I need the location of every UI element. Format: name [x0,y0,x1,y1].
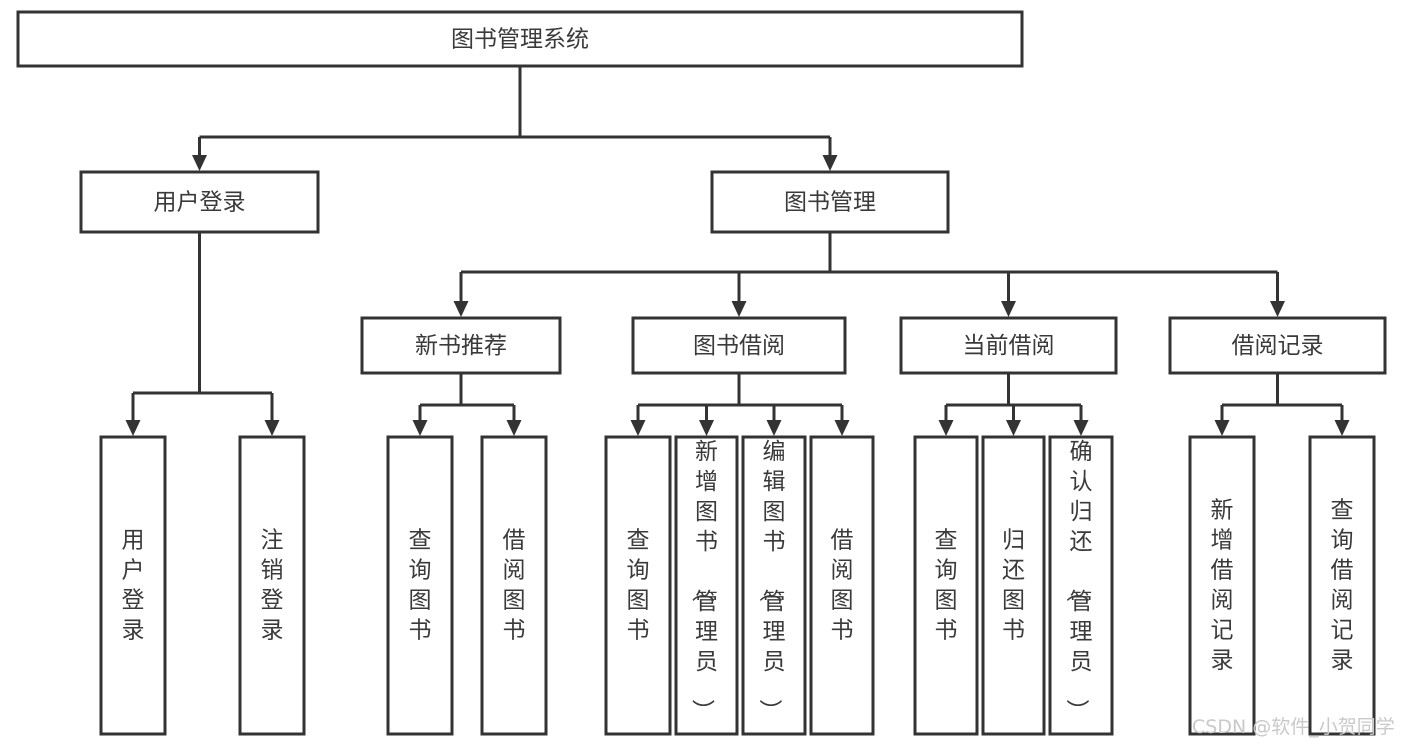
node-label-leaf-add-book: 新增图书（管理员） [689,439,718,722]
node-leaf-add-record[interactable]: 新增借阅记录 [1188,435,1256,736]
node-leaf-query-record[interactable]: 查询借阅记录 [1308,435,1376,736]
arrow-head-icon [1006,420,1021,436]
arrow-head-icon [630,420,646,436]
node-leaf-query-book-1[interactable]: 查询图书 [386,435,454,736]
node-box-leaf-user-login[interactable] [99,435,167,736]
arrow-head-icon [264,420,280,436]
arrow-head-icon [192,155,207,171]
node-new-book-rec[interactable]: 新书推荐 [360,316,562,375]
connector-group-book-manage [453,232,1285,317]
arrow-head-icon [822,155,838,171]
arrow-head-icon [506,420,522,436]
node-current-borrow[interactable]: 当前借阅 [899,316,1118,375]
node-box-new-book-rec[interactable] [360,316,562,375]
node-label-leaf-query-book-2: 查询图书 [627,528,650,644]
arrow-head-icon [766,420,782,436]
arrow-head-icon [1214,420,1230,436]
arrow-head-icon [412,420,428,436]
node-box-leaf-add-book[interactable] [674,435,739,736]
connector-group-root [192,66,838,171]
node-box-leaf-query-book-3[interactable] [913,435,979,736]
node-leaf-add-book[interactable]: 新增图书（管理员） [674,435,739,736]
connector-group-book-borrow [630,373,850,436]
node-label-leaf-query-record: 查询借阅记录 [1331,498,1354,674]
arrow-head-icon [453,301,469,317]
node-box-user-login[interactable] [79,170,320,234]
node-label-leaf-query-book-1: 查询图书 [409,528,432,644]
node-leaf-logout[interactable]: 注销登录 [238,435,306,736]
arrow-head-icon [1334,420,1350,436]
node-box-book-manage[interactable] [710,170,950,234]
node-box-book-borrow[interactable] [631,316,847,375]
node-leaf-query-book-2[interactable]: 查询图书 [604,435,672,736]
node-book-borrow[interactable]: 图书借阅 [631,316,847,375]
node-label-leaf-query-book-3: 查询图书 [935,528,958,644]
node-leaf-borrow-book-1[interactable]: 借阅图书 [480,435,548,736]
node-box-leaf-edit-book[interactable] [741,435,807,736]
node-label-leaf-borrow-book-2: 借阅图书 [831,528,854,644]
node-label-current-borrow: 当前借阅 [963,333,1055,359]
node-box-leaf-add-record[interactable] [1188,435,1256,736]
watermark-label: CSDN @软件_小贺同学 [1192,716,1395,738]
node-box-leaf-borrow-book-1[interactable] [480,435,548,736]
node-label-book-borrow: 图书借阅 [693,333,785,359]
node-leaf-edit-book[interactable]: 编辑图书（管理员） [741,435,807,736]
node-root[interactable]: 图书管理系统 [16,10,1024,68]
node-label-book-manage: 图书管理 [784,190,876,216]
node-box-borrow-record[interactable] [1168,316,1387,375]
node-leaf-confirm-return[interactable]: 确认归还（管理员） [1048,435,1114,736]
node-leaf-return-book[interactable]: 归还图书 [981,435,1046,736]
node-label-leaf-return-book: 归还图书 [1002,528,1025,644]
connector-layer [125,66,1350,436]
node-book-manage[interactable]: 图书管理 [710,170,950,234]
arrow-head-icon [125,420,141,436]
connector-group-borrow-record [1214,373,1350,436]
node-leaf-borrow-book-2[interactable]: 借阅图书 [809,435,875,736]
connector-group-current-borrow [938,373,1089,436]
node-layer: 图书管理系统用户登录图书管理新书推荐图书借阅当前借阅借阅记录用户登录注销登录查询… [16,10,1387,736]
node-label-leaf-edit-book: 编辑图书（管理员） [757,439,786,722]
node-label-leaf-add-record: 新增借阅记录 [1211,498,1234,674]
arrow-head-icon [1001,301,1016,317]
arrow-head-icon [1270,301,1285,317]
node-borrow-record[interactable]: 借阅记录 [1168,316,1387,375]
node-label-new-book-rec: 新书推荐 [415,333,507,359]
arrow-head-icon [731,301,747,317]
node-leaf-user-login[interactable]: 用户登录 [99,435,167,736]
node-box-leaf-query-book-2[interactable] [604,435,672,736]
node-box-leaf-query-book-1[interactable] [386,435,454,736]
node-label-leaf-confirm-return: 确认归还（管理员） [1064,439,1093,722]
node-label-leaf-borrow-book-1: 借阅图书 [503,528,526,644]
node-user-login[interactable]: 用户登录 [79,170,320,234]
arrow-head-icon [834,420,850,436]
connector-group-user-login [125,232,280,436]
arrow-head-icon [1073,420,1089,436]
node-label-leaf-user-login: 用户登录 [122,528,145,644]
node-label-root: 图书管理系统 [451,27,589,53]
node-label-user-login: 用户登录 [154,190,246,216]
connector-group-new-book-rec [412,373,522,436]
node-box-leaf-logout[interactable] [238,435,306,736]
node-box-leaf-confirm-return[interactable] [1048,435,1114,736]
node-box-root[interactable] [16,10,1024,68]
node-box-leaf-borrow-book-2[interactable] [809,435,875,736]
arrow-head-icon [699,420,714,436]
node-box-leaf-query-record[interactable] [1308,435,1376,736]
arrow-head-icon [938,420,954,436]
node-label-borrow-record: 借阅记录 [1232,333,1324,359]
node-leaf-query-book-3[interactable]: 查询图书 [913,435,979,736]
node-box-leaf-return-book[interactable] [981,435,1046,736]
node-box-current-borrow[interactable] [899,316,1118,375]
node-label-leaf-logout: 注销登录 [261,528,284,644]
